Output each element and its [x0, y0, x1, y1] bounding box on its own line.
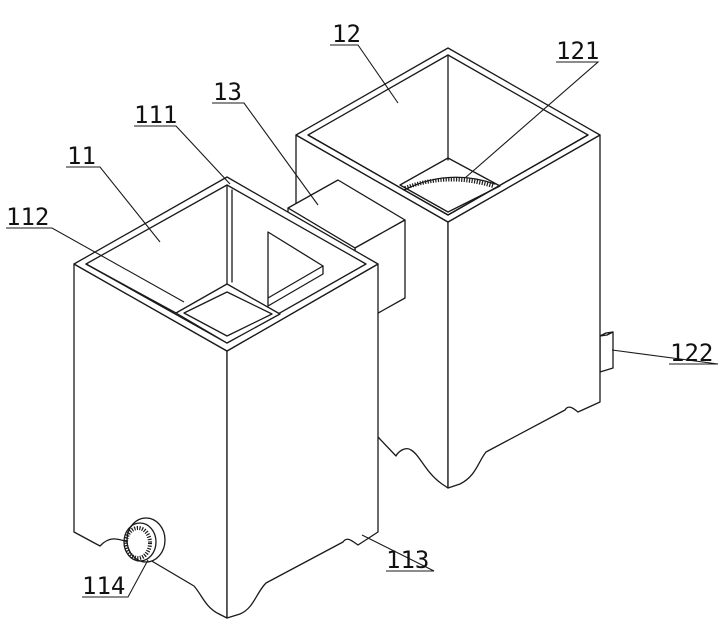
- label-12: 12: [332, 20, 361, 48]
- label-111: 111: [134, 101, 177, 129]
- label-121: 121: [556, 37, 599, 65]
- label-114: 114: [82, 572, 125, 600]
- label-113: 113: [386, 546, 429, 574]
- label-11: 11: [67, 142, 96, 170]
- outlet-port-122: [599, 331, 614, 373]
- label-122: 122: [670, 339, 713, 367]
- label-13: 13: [213, 78, 242, 106]
- label-112: 112: [6, 203, 49, 231]
- inlet-pipe-114: [123, 517, 166, 563]
- tank-11-left-face: [73, 263, 228, 619]
- tank-11-right-face: [226, 263, 379, 619]
- labels: 12 121 13 111 11 112 122 114 113: [6, 20, 713, 600]
- leader-lines: [6, 44, 719, 598]
- baffle: [267, 231, 324, 299]
- tank-11: [73, 176, 379, 619]
- tank-11-rim: [73, 176, 379, 352]
- tank-12-right-face: [447, 134, 601, 489]
